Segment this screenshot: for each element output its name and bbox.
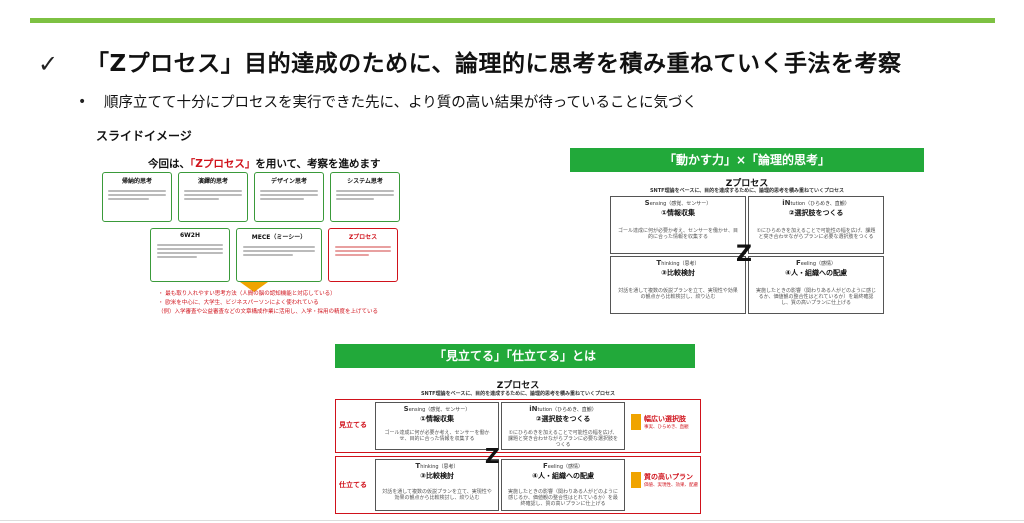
slide-image-label: スライドイメージ <box>96 129 192 143</box>
footer-divider <box>0 520 1024 521</box>
top-accent-bar <box>30 18 995 23</box>
s3-quadrant-sensing: Sensing（感覚、センサー） ①情報収集 ゴール達成に何が必要か考え、センサ… <box>375 402 499 450</box>
quadrant-feeling: Feeling（感情） ④人・組織への配慮 実施したときの影響（関わりある人がど… <box>748 256 884 314</box>
result-wide-options: 幅広い選択肢 事実、ひらめき、直観 <box>631 414 689 430</box>
row-label-shitateru: 仕立てる <box>339 481 367 489</box>
s3-quadrant-thinking: Thinking（思考） ③比較検討 対話を通して複数の仮説プランを立て、実現性… <box>375 459 499 511</box>
row-frame-mitateru <box>335 399 701 453</box>
check-icon: ✓ <box>38 50 59 78</box>
quadrant-thinking: Thinking（思考） ③比較検討 対話を通して複数の仮説プランを立て、実現性… <box>610 256 746 314</box>
quadrant-sensing: Sensing（感覚、センサー） ①情報収集 ゴール達成に何が必要か考え、センサ… <box>610 196 746 254</box>
row-label-mitateru: 見立てる <box>339 421 367 429</box>
z-arrow-icon: Z <box>736 242 752 267</box>
method-box-deductive: 演繹的思考 <box>178 172 248 222</box>
slide1-title: 今回は、「Zプロセス」を用いて、考察を進めます <box>148 158 381 170</box>
page-title: 「Zプロセス」目的達成のために、論理的に思考を積み重ねていく手法を考察 <box>86 51 902 77</box>
result-quality-plan: 質の高いプラン 価値、実現性、効果、配慮 <box>631 472 698 488</box>
slide3-banner: 「見立てる」「仕立てる」とは <box>335 344 695 368</box>
s3-quadrant-feeling: Feeling（感情） ④人・組織への配慮 実施したときの影響（関わりある人がど… <box>501 459 625 511</box>
slide-thumbnail-2[interactable]: 「動かす力」×「論理的思考」 Zプロセス SNTF理論をベースに、目的を達成する… <box>570 148 924 323</box>
slide-thumbnail-1[interactable]: 今回は、「Zプロセス」を用いて、考察を進めます 帰納的思考 演繹的思考 デザイン… <box>100 150 400 325</box>
method-box-inductive: 帰納的思考 <box>102 172 172 222</box>
row-frame-shitateru <box>335 456 701 514</box>
slide3-subtitle: SNTF理論をベースに、目的を達成するために、論理的思考を積み重ねていくプロセス <box>420 391 616 397</box>
s3-quadrant-intuition: iNtution（ひらめき、直観） ②選択肢をつくる ①にひらめきを加えることで… <box>501 402 625 450</box>
method-box-system: システム思考 <box>330 172 400 222</box>
slide-thumbnail-3[interactable]: 「見立てる」「仕立てる」とは Zプロセス SNTF理論をベースに、目的を達成する… <box>335 344 701 519</box>
down-arrow-icon <box>240 282 268 292</box>
bullet-dot-icon: • <box>78 94 87 110</box>
method-box-mece: MECE（ミーシー） <box>236 228 322 282</box>
method-box-design: デザイン思考 <box>254 172 324 222</box>
method-box-6w2h: 6W2H <box>150 228 230 282</box>
method-box-zprocess: Zプロセス <box>328 228 398 282</box>
slide2-subtitle: SNTF理論をベースに、目的を達成するために、論理的思考を積み重ねていくプロセス <box>649 188 845 194</box>
bullet-text: 順序立てて十分にプロセスを実行できた先に、より質の高い結果が待っていることに気づ… <box>104 95 698 111</box>
slide1-notes: ・ 最も取り入れやすい思考方法（人間の脳の認知機能と対応している） ・ 欧米を中… <box>158 291 379 315</box>
slide2-ztitle: Zプロセス <box>725 179 769 189</box>
slide3-ztitle: Zプロセス <box>496 381 540 391</box>
slide2-banner: 「動かす力」×「論理的思考」 <box>570 148 924 172</box>
quadrant-intuition: iNtution（ひらめき、直観） ②選択肢をつくる ①にひらめきを加えることで… <box>748 196 884 254</box>
s3-z-arrow-icon: Z <box>485 444 500 468</box>
